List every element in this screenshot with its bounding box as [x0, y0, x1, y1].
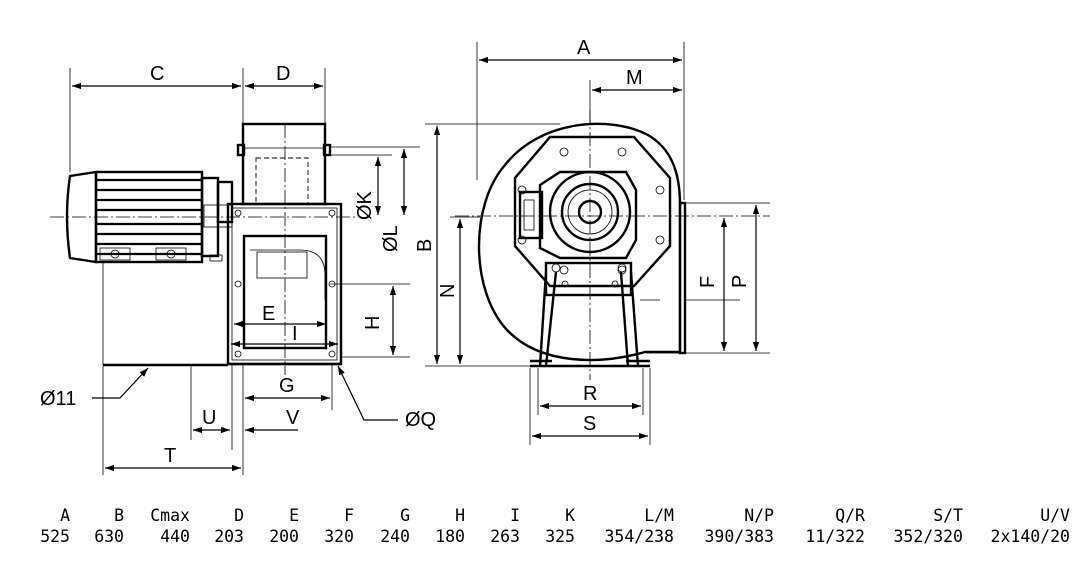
fan-casing-side: [226, 122, 343, 366]
table-value-cell: 203: [214, 527, 244, 546]
dim-label-r: R: [583, 383, 597, 405]
table-value-cell: 390/383: [704, 527, 774, 546]
dim-label-l: ØL: [380, 225, 402, 252]
table-header-cell: S/T: [933, 506, 963, 525]
dim-label-s: S: [583, 413, 596, 435]
technical-drawing: C D ØK ØL H E I G V U T Ø11: [40, 37, 770, 475]
dim-label-h: H: [362, 316, 384, 330]
table-header-cell: I: [510, 506, 520, 525]
table-header-cell: N/P: [744, 506, 774, 525]
table-value-cell: 200: [269, 527, 299, 546]
dim-label-t: T: [164, 445, 176, 467]
table-value-cell: 354/238: [604, 527, 674, 546]
dim-label-f: F: [697, 276, 719, 288]
dim-label-u: U: [202, 407, 216, 429]
dim-label-v: V: [286, 407, 300, 429]
table-value-cell: 263: [490, 527, 520, 546]
table-header-cell: A: [60, 506, 70, 525]
table-header-cell: Q/R: [835, 506, 865, 525]
dim-label-c: C: [150, 63, 164, 85]
fan-housing: [477, 122, 682, 362]
table-value-cell: 11/322: [805, 527, 865, 546]
dim-label-e: E: [262, 303, 275, 325]
table-header-cell: Cmax: [150, 506, 190, 525]
table-header-cell: B: [114, 506, 124, 525]
table-header-cell: F: [344, 506, 354, 525]
table-header-cell: U/V: [1040, 506, 1070, 525]
table-header-cell: D: [234, 506, 244, 525]
dim-label-g: G: [279, 375, 295, 397]
dim-label-i: I: [292, 323, 298, 345]
table-value-cell: 325: [545, 527, 575, 546]
table-value-cell: 240: [380, 527, 410, 546]
table-header-cell: L/M: [644, 506, 674, 525]
table-value-cell: 352/320: [893, 527, 963, 546]
table-value-row: 525 630 440 203 200 320 240 180 263 325 …: [0, 527, 1084, 549]
table-value-cell: 440: [160, 527, 190, 546]
dim-label-q: ØQ: [405, 409, 436, 431]
table-value-cell: 2x140/20: [990, 527, 1070, 546]
table-header-cell: K: [565, 506, 575, 525]
table-value-cell: 525: [40, 527, 70, 546]
front-view: A M B N F P R S: [414, 37, 770, 445]
dim-label-b: B: [414, 239, 436, 252]
table-header-cell: G: [400, 506, 410, 525]
table-value-cell: 180: [435, 527, 465, 546]
dim-label-n: N: [437, 284, 459, 298]
table-header-row: A B Cmax D E F G H I K L/M N/P Q/R S/T U…: [0, 506, 1084, 528]
dim-label-hole: Ø11: [40, 388, 76, 410]
table-header-cell: E: [289, 506, 299, 525]
dim-label-d: D: [276, 63, 290, 85]
table-header-cell: H: [455, 506, 465, 525]
dim-label-m: M: [626, 67, 643, 89]
dim-label-p: P: [729, 275, 751, 288]
side-view: C D ØK ØL H E I G V U T Ø11: [40, 63, 436, 475]
dim-label-a: A: [577, 37, 591, 59]
table-value-cell: 630: [94, 527, 124, 546]
dim-label-k: ØK: [354, 190, 376, 220]
table-value-cell: 320: [324, 527, 354, 546]
